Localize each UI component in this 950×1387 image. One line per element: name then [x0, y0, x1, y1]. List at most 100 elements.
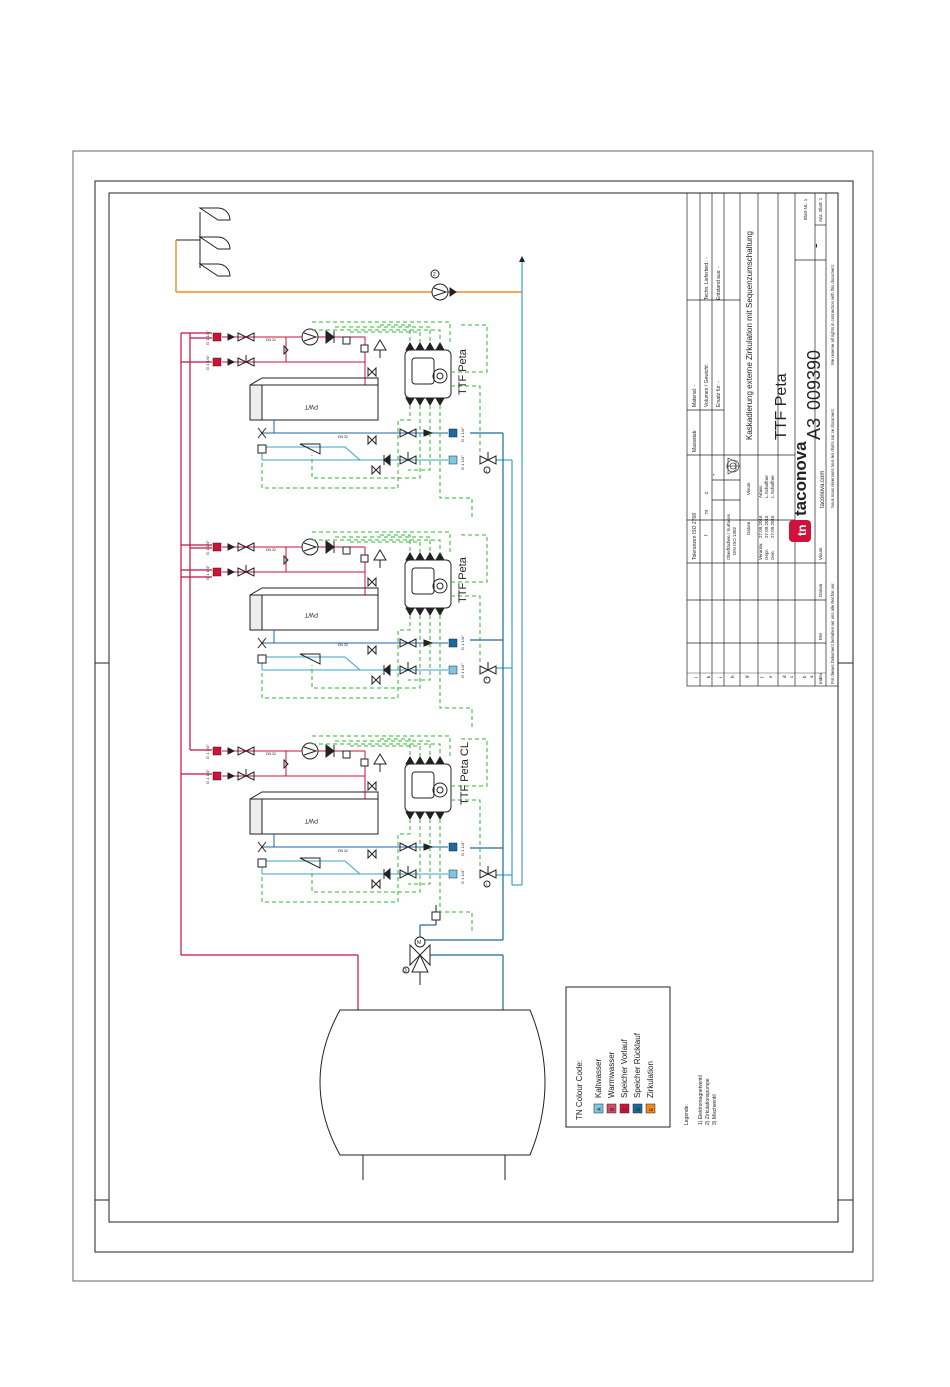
legend-entry: 3) Mischventil — [712, 1094, 718, 1125]
svg-text:k: k — [706, 675, 711, 678]
border-frame — [94, 180, 854, 1253]
row-role: Gen. — [770, 550, 775, 560]
svg-text:DN 32: DN 32 — [338, 849, 348, 853]
cold-water-line — [496, 262, 523, 886]
drawing-frame — [108, 192, 839, 1223]
unit-middle — [212, 531, 497, 731]
unit-left-label: TTF Peta — [457, 348, 469, 395]
svg-text:DN 32: DN 32 — [266, 338, 276, 342]
svg-text:Speicher Rücklauf: Speicher Rücklauf — [633, 1032, 642, 1098]
storage-tank — [319, 1009, 546, 1180]
row-date: 27.09.2016 — [770, 515, 775, 538]
svg-text:G 1 1/4": G 1 1/4" — [460, 663, 465, 678]
visum-label: Visum — [818, 547, 823, 560]
svg-text:E: E — [649, 1107, 655, 1111]
svg-text:G 1 1/4": G 1 1/4" — [460, 635, 465, 650]
svg-text:G 1 1/4": G 1 1/4" — [205, 744, 210, 759]
legend-list: Legende: 1) Elektromagnetventil 2) Zirku… — [684, 1075, 718, 1125]
website-label: taconova.com — [820, 471, 826, 508]
svg-text:G 1 1/4": G 1 1/4" — [460, 841, 465, 856]
return-line — [419, 432, 504, 1010]
svg-text:G 1 1/4": G 1 1/4" — [205, 330, 210, 345]
index-label: Index — [818, 672, 823, 684]
tolerance-f: f — [704, 534, 710, 536]
callout-1: 1 — [486, 677, 488, 681]
svg-text:G 1 1/4": G 1 1/4" — [205, 540, 210, 555]
tolerance-label: Toleranzen ISO 2768 — [692, 513, 698, 560]
massstab-label: Massstab — [692, 430, 698, 452]
em-label: EM — [818, 633, 823, 640]
mixer-motor-label: M — [417, 940, 421, 946]
svg-text:G 1 1/4": G 1 1/4" — [205, 769, 210, 784]
circulation-pump — [430, 269, 457, 301]
row-visum: L.Schaffner — [764, 475, 769, 498]
svg-text:G 1 1/4": G 1 1/4" — [460, 869, 465, 884]
pwt-left-label: PWT — [304, 403, 318, 409]
svg-text:h: h — [730, 675, 735, 678]
svg-text:l: l — [694, 677, 699, 678]
svg-text:Kaltwasser: Kaltwasser — [594, 1059, 603, 1098]
svg-text:tn: tn — [795, 525, 809, 536]
legend-item-c: C Speicher Vorlauf — [619, 1039, 630, 1114]
legend-item-b: B Warmwasser — [606, 1051, 617, 1114]
row-role: Gepr. — [764, 549, 769, 560]
taconova-logo: tn taconova — [789, 441, 811, 542]
svg-text:b: b — [802, 675, 807, 678]
arrow-up-icon — [519, 256, 525, 262]
col-datum: Datum — [746, 521, 751, 535]
svg-text:DN 32: DN 32 — [266, 548, 276, 552]
sheet-format: A3 — [804, 418, 824, 440]
drawing-dash: - — [807, 243, 823, 248]
svg-text:G 1 1/4": G 1 1/4" — [205, 355, 210, 370]
svg-text:G 1 1/4": G 1 1/4" — [460, 455, 465, 470]
col-visum: Visum — [746, 482, 751, 495]
svg-text:g: g — [744, 675, 749, 678]
svg-text:DN 32: DN 32 — [266, 752, 276, 756]
blatt-nr: Blatt-Nr.: 1 — [803, 198, 808, 220]
ersatz-label: Ersatz für: - — [716, 381, 722, 407]
tolerance-c: c — [704, 491, 710, 494]
port-labels: G 1 1/4" G 1 1/4" G 1 1/4" G 1 1/4" G 1 … — [205, 330, 465, 884]
title-block-text: Toleranzen ISO 2768 f m c Massstab - Mat… — [692, 197, 835, 684]
row-visum: Amwo — [758, 485, 763, 498]
tolerance-m: m — [704, 510, 710, 514]
legend-item-d: D Speicher Rücklauf — [632, 1032, 643, 1114]
supply-line — [180, 332, 359, 1010]
title-block — [686, 192, 839, 687]
outer-frame — [72, 150, 874, 1282]
legend-entry: 1) Elektromagnetventil — [698, 1075, 704, 1125]
anz-blatt: Anz. Blatt: 1 — [818, 197, 823, 222]
legend-entry: 2) Zirkulationspumpe — [705, 1078, 711, 1125]
svg-text:G 1 1/4": G 1 1/4" — [460, 427, 465, 442]
svg-text:c: c — [789, 675, 794, 678]
callout-3: 3 — [404, 968, 407, 974]
unit-right — [212, 735, 497, 935]
svg-text:D: D — [636, 1107, 642, 1111]
svg-text:C: C — [623, 1107, 629, 1111]
copyright-en: We reserve all rights in connection with… — [830, 264, 835, 365]
svg-text:d: d — [782, 675, 787, 678]
drawing-title: Kaskadierung externe Zirkulation mit Seq… — [745, 231, 754, 440]
product-name: TTF Peta — [773, 373, 790, 440]
pwt-right-label: PWT — [304, 817, 318, 823]
svg-text:DN 32: DN 32 — [338, 643, 348, 647]
din-label: DIN ISO 1302 — [732, 526, 737, 555]
callout-1: 1 — [486, 469, 488, 473]
svg-text:G 1 1/4": G 1 1/4" — [205, 565, 210, 580]
legend-item-e: E Zirkulation — [645, 1061, 656, 1114]
row-date: 27.09.2016 — [764, 515, 769, 538]
unit-right-label: TTF Peta CL — [459, 742, 471, 805]
callout-2: 2 — [433, 272, 436, 278]
drawing-number: 009390 — [804, 350, 824, 410]
svg-text:Speicher Vorlauf: Speicher Vorlauf — [620, 1039, 629, 1098]
colour-legend-title: TN Colour Code: — [575, 1060, 584, 1120]
row-visum: L.Schaffner — [770, 475, 775, 498]
material-label: Material: - — [692, 384, 698, 407]
unit-middle-label: TTF Peta — [457, 556, 469, 603]
legend-item-a: A Kaltwasser — [593, 1059, 604, 1114]
svg-text:f: f — [760, 676, 765, 678]
callout-1: 1 — [486, 883, 488, 887]
svg-text:Zirkulation: Zirkulation — [646, 1061, 655, 1098]
svg-text:A: A — [597, 1107, 603, 1111]
